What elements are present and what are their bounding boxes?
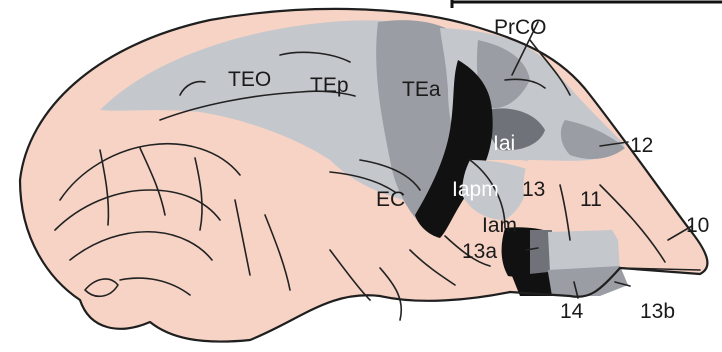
label-area13b: 13b: [640, 300, 675, 323]
label-ec: EC: [376, 188, 405, 211]
label-area13: 13: [522, 178, 545, 201]
label-iam: Iam: [482, 214, 517, 237]
frame-border: [452, 0, 722, 8]
label-iapm: Iapm: [452, 178, 499, 201]
label-area11: 11: [580, 188, 602, 211]
label-area13a: 13a: [462, 240, 497, 263]
label-prco: PrCO: [494, 16, 547, 39]
label-tea: TEa: [402, 78, 441, 101]
label-iai: Iai: [493, 132, 515, 155]
label-area10: 10: [686, 214, 709, 237]
label-area12: 12: [630, 134, 653, 157]
label-tep: TEp: [310, 74, 349, 97]
label-teo: TEO: [228, 68, 271, 91]
area13b-block: [548, 266, 628, 296]
label-area14: 14: [560, 300, 584, 323]
